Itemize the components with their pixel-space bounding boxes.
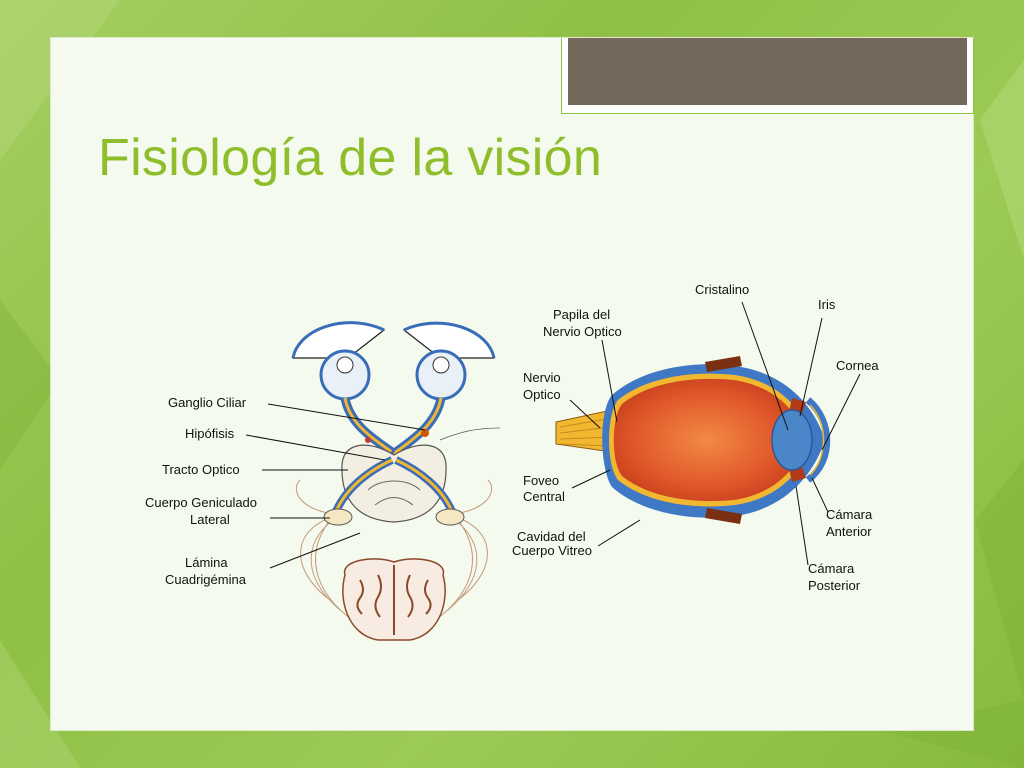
label-papila-2: Nervio Optico	[543, 324, 622, 339]
label-papila-1: Papila del	[553, 307, 610, 322]
top-bar-fill	[568, 38, 967, 105]
label-camara-ant-1: Cámara	[826, 507, 873, 522]
label-cristalino: Cristalino	[695, 282, 749, 297]
top-decorative-bar	[561, 38, 974, 114]
label-camara-post-1: Cámara	[808, 561, 855, 576]
vitreous-body	[613, 378, 806, 502]
label-hipofisis: Hipófisis	[185, 426, 235, 441]
left-lateral-geniculate	[323, 508, 353, 526]
label-camara-post-2: Posterior	[808, 578, 861, 593]
label-camara-ant-2: Anterior	[826, 524, 872, 539]
label-cuerpo-geniculado-2: Lateral	[190, 512, 230, 527]
label-lamina-1: Lámina	[185, 555, 228, 570]
right-lateral-geniculate	[435, 508, 465, 526]
label-nervio-1: Nervio	[523, 370, 561, 385]
label-cornea: Cornea	[836, 358, 879, 373]
label-cuerpo-geniculado-1: Cuerpo Geniculado	[145, 495, 257, 510]
label-lamina-2: Cuadrigémina	[165, 572, 247, 587]
label-nervio-2: Optico	[523, 387, 561, 402]
label-cavidad-1: Cavidad del	[517, 529, 586, 544]
slide-panel	[51, 38, 974, 730]
label-foveo-1: Foveo	[523, 473, 559, 488]
slide-title: Fisiología de la visión	[98, 129, 603, 187]
label-foveo-2: Central	[523, 489, 565, 504]
label-iris: Iris	[818, 297, 836, 312]
brainstem	[341, 444, 447, 523]
label-ganglio-ciliar: Ganglio Ciliar	[168, 395, 247, 410]
visual-pathway-diagram: Ganglio Ciliar Hipófisis Tracto Optico C…	[145, 321, 501, 641]
label-tracto-optico: Tracto Optico	[162, 462, 240, 477]
lens	[771, 409, 813, 471]
eye-anatomy-diagram: Cristalino Iris Papila del Nervio Optico…	[512, 282, 879, 593]
label-cavidad-2: Cuerpo Vitreo	[512, 543, 592, 558]
